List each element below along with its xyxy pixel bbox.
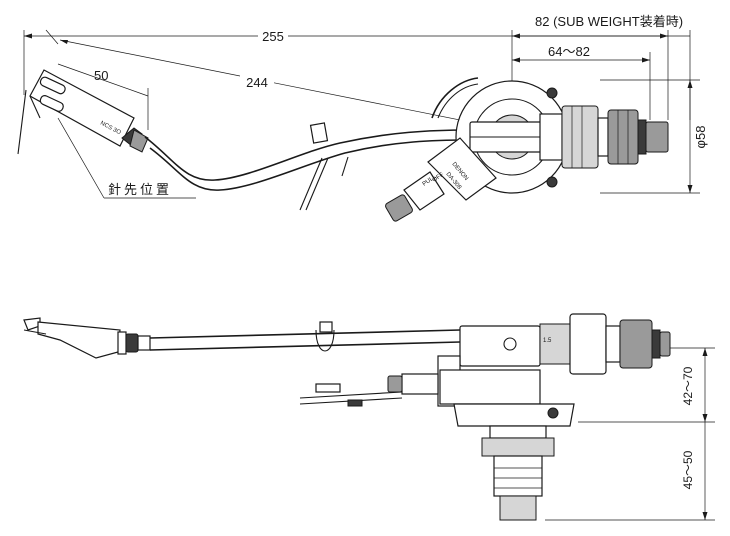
- dim-255-label: 255: [262, 29, 284, 44]
- dim-244-label: 244: [246, 75, 268, 90]
- stylus-position-callout: 針先位置: [57, 117, 196, 199]
- stylus-position-label: 針先位置: [108, 183, 172, 198]
- pivot-block-side: 1.5: [459, 313, 671, 375]
- dim-50-label: 50: [94, 68, 108, 83]
- dimension-50: 50: [57, 63, 149, 130]
- headshell: NCS 3O: [17, 69, 149, 155]
- counterweight-assembly: [539, 105, 669, 169]
- scale-text: 1.5: [543, 338, 552, 344]
- top-view: 255 82 (SUB WEIGHT装着時) 64～82 φ58: [17, 14, 708, 222]
- headshell-side: [23, 317, 151, 359]
- dimension-82-sub-weight: 82 (SUB WEIGHT装着時): [511, 14, 691, 120]
- arm-lift-arc: [431, 77, 479, 119]
- dim-45-50-label: 45～50: [681, 450, 695, 489]
- dim-phi58-label: φ58: [693, 126, 708, 149]
- base-platform: [439, 369, 575, 521]
- dimension-64-82: 64～82: [512, 44, 651, 120]
- lift-mechanism-side: [299, 355, 461, 407]
- arm-tube-side: [149, 321, 461, 352]
- dimension-255: 255: [23, 26, 669, 120]
- dimension-42-70: 42～70: [578, 347, 715, 423]
- dim-82-sub-weight-label: 82 (SUB WEIGHT装着時): [535, 14, 683, 29]
- side-view: 1.5: [23, 313, 715, 521]
- dim-64-82-label: 64～82: [548, 44, 590, 59]
- off-text: OFF: [432, 172, 446, 184]
- arm-tube: [144, 122, 471, 211]
- dimension-244: 244: [45, 29, 511, 131]
- dim-42-70-label: 42～70: [681, 366, 695, 405]
- dimension-45-50: 45～50: [545, 422, 715, 521]
- dimension-phi58: φ58: [600, 79, 708, 194]
